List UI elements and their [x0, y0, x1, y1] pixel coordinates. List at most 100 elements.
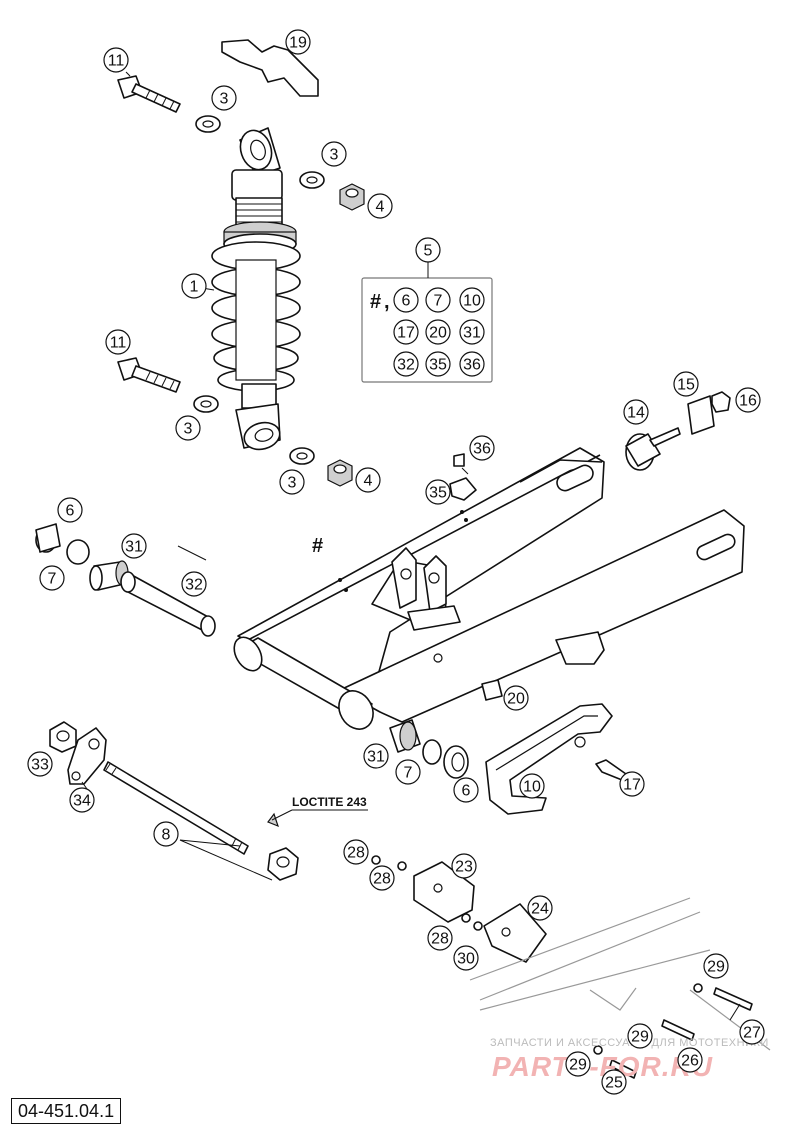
callout-29: 29	[703, 953, 729, 979]
callout-7: 7	[395, 759, 421, 785]
svg-text:30: 30	[457, 951, 475, 968]
svg-text:3: 3	[184, 421, 193, 438]
svg-text:1: 1	[190, 279, 199, 296]
callout-29: 29	[565, 1051, 591, 1077]
loctite-note: LOCTITE 243	[292, 795, 367, 809]
svg-text:32: 32	[185, 577, 203, 594]
spring	[211, 241, 301, 392]
svg-text:28: 28	[373, 871, 391, 888]
svg-text:32: 32	[397, 357, 415, 374]
svg-text:19: 19	[289, 35, 307, 52]
clip	[687, 395, 715, 435]
callout-1: 1	[181, 273, 207, 299]
callout-11: 11	[105, 329, 131, 355]
callout-25: 25	[601, 1069, 627, 1095]
callout-28: 28	[369, 865, 395, 891]
kit-item-7: 7	[425, 287, 451, 313]
callout-11: 11	[103, 47, 129, 73]
kit-item-32: 32	[393, 351, 419, 377]
bearing-seal	[35, 523, 216, 637]
svg-text:33: 33	[31, 757, 49, 774]
cable-clip	[449, 477, 477, 501]
svg-text:34: 34	[73, 793, 91, 810]
callout-14: 14	[623, 399, 649, 425]
svg-text:8: 8	[162, 827, 171, 844]
screw-chain-slider	[595, 759, 627, 781]
svg-text:3: 3	[220, 91, 229, 108]
kit-item-31: 31	[459, 319, 485, 345]
svg-text:4: 4	[376, 199, 385, 216]
callout-3: 3	[321, 141, 347, 167]
svg-text:29: 29	[569, 1057, 587, 1074]
svg-text:31: 31	[367, 749, 385, 766]
svg-text:28: 28	[347, 845, 365, 862]
svg-text:7: 7	[404, 765, 413, 782]
kit-item-6: 6	[393, 287, 419, 313]
callout-28: 28	[343, 839, 369, 865]
svg-text:26: 26	[681, 1053, 699, 1070]
svg-text:29: 29	[707, 959, 725, 976]
callout-4: 4	[355, 467, 381, 493]
callout-16: 16	[735, 387, 761, 413]
callout-36: 36	[469, 435, 495, 461]
svg-text:11: 11	[110, 335, 127, 352]
svg-text:28: 28	[431, 931, 449, 948]
svg-text:20: 20	[507, 691, 525, 708]
callout-8: 8	[153, 821, 179, 847]
screw-small	[453, 453, 465, 467]
svg-text:29: 29	[631, 1029, 649, 1046]
svg-text:11: 11	[108, 53, 125, 70]
kit-item-17: 17	[393, 319, 419, 345]
svg-text:15: 15	[677, 377, 695, 394]
callout-27: 27	[739, 1019, 765, 1045]
callout-17: 17	[619, 771, 645, 797]
svg-text:27: 27	[743, 1025, 761, 1042]
svg-text:31: 31	[125, 539, 143, 556]
washer	[193, 115, 325, 465]
svg-text:10: 10	[463, 293, 481, 310]
kit-separator: ,	[384, 291, 390, 313]
callout-3: 3	[175, 415, 201, 441]
kit-item-35: 35	[425, 351, 451, 377]
svg-text:17: 17	[623, 777, 641, 794]
bracket-plate	[221, 39, 319, 97]
callout-19: 19	[285, 29, 311, 55]
svg-text:36: 36	[463, 357, 481, 374]
callout-33: 33	[27, 751, 53, 777]
kit-item-20: 20	[425, 319, 451, 345]
svg-text:36: 36	[473, 441, 491, 458]
kit-item-36: 36	[459, 351, 485, 377]
svg-text:3: 3	[330, 147, 339, 164]
callout-24: 24	[527, 895, 553, 921]
swingarm-marker: #	[312, 535, 323, 557]
callout-3: 3	[211, 85, 237, 111]
svg-text:3: 3	[288, 475, 297, 492]
svg-text:35: 35	[429, 485, 447, 502]
callout-26: 26	[677, 1047, 703, 1073]
bearing-right	[389, 679, 503, 779]
bolt-lower	[117, 357, 181, 393]
callout-28: 28	[427, 925, 453, 951]
svg-text:31: 31	[463, 325, 481, 342]
callout-6: 6	[453, 777, 479, 803]
svg-text:23: 23	[455, 859, 473, 876]
svg-text:6: 6	[402, 293, 411, 310]
callout-35: 35	[425, 479, 451, 505]
callout-4: 4	[367, 193, 393, 219]
svg-text:17: 17	[397, 325, 415, 342]
svg-text:7: 7	[48, 571, 57, 588]
bolt-rubber-block	[625, 427, 681, 471]
reference-code: 04-451.04.1	[11, 1098, 122, 1124]
callout-29: 29	[627, 1023, 653, 1049]
callout-31: 31	[363, 743, 389, 769]
svg-text:20: 20	[429, 325, 447, 342]
svg-text:10: 10	[523, 779, 541, 796]
bolt-upper	[117, 75, 181, 113]
callout-kit-number: 5	[415, 237, 441, 263]
svg-text:16: 16	[739, 393, 757, 410]
callout-3: 3	[279, 469, 305, 495]
svg-text:4: 4	[364, 473, 373, 490]
